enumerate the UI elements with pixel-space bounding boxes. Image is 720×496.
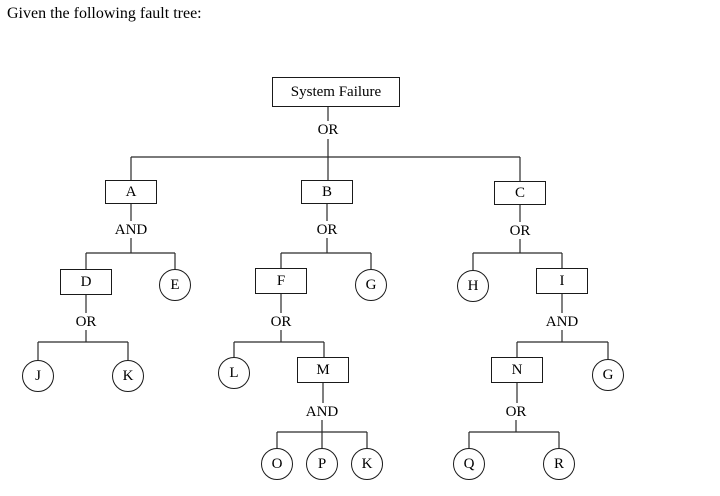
event-box-f: F [255, 268, 307, 294]
basic-event-j: J [22, 360, 54, 392]
event-box-i: I [536, 268, 588, 294]
gate-label-m-and: AND [303, 404, 341, 420]
event-box-d: D [60, 269, 112, 295]
gate-label-root-or: OR [315, 122, 341, 138]
page-title: Given the following fault tree: [7, 5, 202, 22]
gate-label-f-or: OR [268, 314, 294, 330]
basic-event-g2: G [592, 359, 624, 391]
basic-event-h: H [457, 270, 489, 302]
gate-label-d-or: OR [73, 314, 99, 330]
gate-label-a-and: AND [112, 222, 150, 238]
basic-event-k1: K [112, 360, 144, 392]
basic-event-g1: G [355, 269, 387, 301]
event-box-a: A [105, 180, 157, 204]
basic-event-r: R [543, 448, 575, 480]
basic-event-e: E [159, 269, 191, 301]
basic-event-l: L [218, 357, 250, 389]
basic-event-o: O [261, 448, 293, 480]
event-box-b: B [301, 180, 353, 204]
gate-label-b-or: OR [314, 222, 340, 238]
event-box-system-failure: System Failure [272, 77, 400, 107]
event-box-c: C [494, 181, 546, 205]
gate-label-c-or: OR [507, 223, 533, 239]
event-box-m: M [297, 357, 349, 383]
gate-label-i-and: AND [543, 314, 581, 330]
event-box-n: N [491, 357, 543, 383]
gate-label-n-or: OR [503, 404, 529, 420]
basic-event-p: P [306, 448, 338, 480]
basic-event-q: Q [453, 448, 485, 480]
basic-event-k2: K [351, 448, 383, 480]
